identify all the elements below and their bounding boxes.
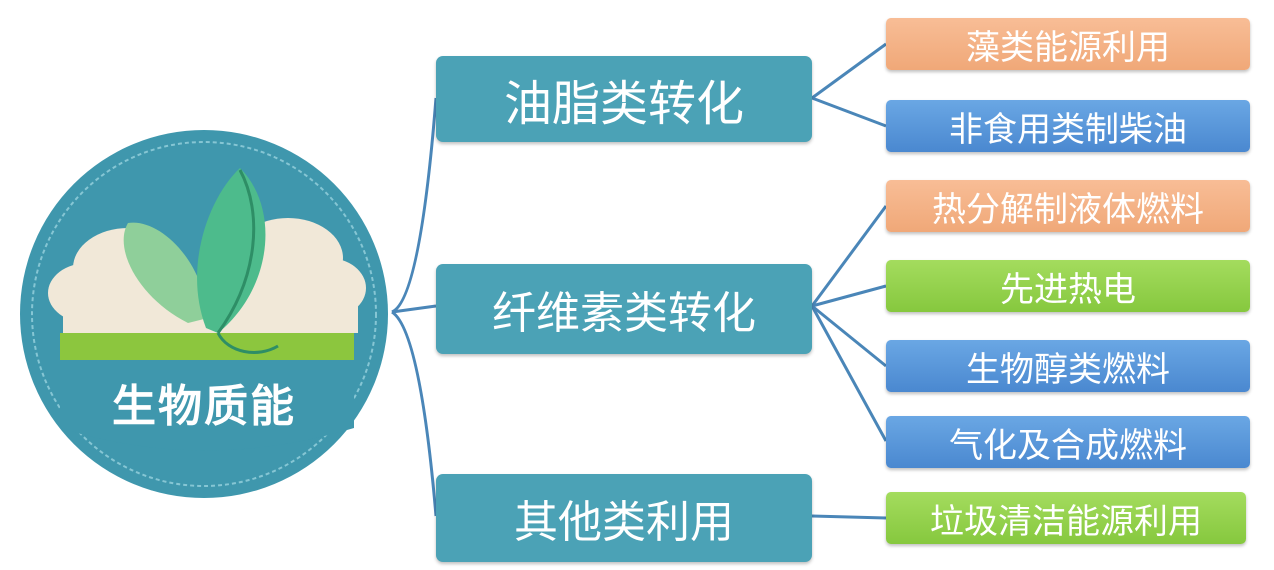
connector-hub-oil xyxy=(391,97,438,314)
leaf-label: 热分解制液体燃料 xyxy=(932,189,1204,230)
leaf-landscape-icon xyxy=(20,130,388,498)
category-cellulose-conversion: 纤维素类转化 xyxy=(436,264,812,354)
category-label: 纤维素类转化 xyxy=(492,288,756,339)
connector-cellulose-alcohol xyxy=(811,304,887,368)
leaf-pyrolysis-liquid-fuel: 热分解制液体燃料 xyxy=(886,180,1250,232)
leaf-label: 非食用类制柴油 xyxy=(949,109,1187,150)
leaf-label: 气化及合成燃料 xyxy=(949,425,1187,466)
connector-hub-other xyxy=(391,310,438,517)
leaf-bio-alcohol-fuel: 生物醇类燃料 xyxy=(886,340,1250,392)
hub-label: 生物质能 xyxy=(112,381,296,432)
leaf-label: 垃圾清洁能源利用 xyxy=(930,501,1202,542)
leaf-waste-clean-energy: 垃圾清洁能源利用 xyxy=(886,492,1246,544)
leaf-advanced-thermal-power: 先进热电 xyxy=(886,260,1250,312)
connector-cellulose-pyrolysis xyxy=(810,205,888,307)
category-label: 其他类利用 xyxy=(514,497,734,548)
category-label: 油脂类转化 xyxy=(503,76,744,132)
category-other-utilization: 其他类利用 xyxy=(436,474,812,562)
leaf-gasification-synthetic-fuel: 气化及合成燃料 xyxy=(886,416,1250,468)
leaf-algae-energy: 藻类能源利用 xyxy=(886,18,1250,70)
connector-hub-cellulose xyxy=(391,304,437,314)
connector-oil-diesel xyxy=(811,96,887,128)
connector-other-waste xyxy=(811,514,887,520)
leaf-label: 先进热电 xyxy=(1000,269,1136,310)
connector-cellulose-power xyxy=(811,284,887,308)
connector-oil-algae xyxy=(811,42,887,100)
connector-cellulose-gasification xyxy=(810,305,888,442)
leaf-label: 藻类能源利用 xyxy=(966,27,1170,68)
category-oil-conversion: 油脂类转化 xyxy=(436,56,812,142)
leaf-label: 生物醇类燃料 xyxy=(966,349,1170,390)
leaf-non-food-diesel: 非食用类制柴油 xyxy=(886,100,1250,152)
